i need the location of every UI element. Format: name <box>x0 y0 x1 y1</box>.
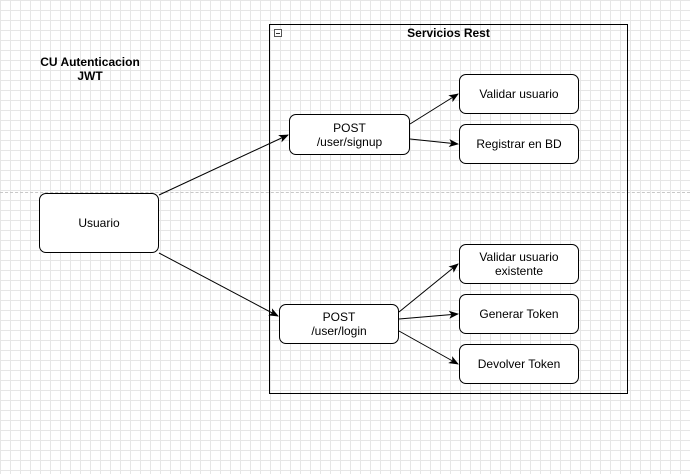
edge-usuario-signup <box>158 134 289 196</box>
collapse-icon[interactable] <box>274 29 282 37</box>
edge-login-validar-existente <box>398 263 459 313</box>
edge-login-generar <box>398 310 459 320</box>
node-post-signup[interactable]: POST /user/signup <box>289 114 410 155</box>
node-devolver-token[interactable]: Devolver Token <box>459 344 579 384</box>
group-title: Servicios Rest <box>407 26 490 40</box>
edge-usuario-login <box>158 252 279 317</box>
node-validar-usuario-existente[interactable]: Validar usuario existente <box>459 244 579 284</box>
page-break-line <box>0 192 690 193</box>
node-registrar-bd[interactable]: Registrar en BD <box>459 124 579 164</box>
group-container[interactable]: Servicios Rest <box>269 24 628 394</box>
node-validar-usuario[interactable]: Validar usuario <box>459 74 579 114</box>
node-post-login[interactable]: POST /user/login <box>279 304 399 344</box>
node-generar-token[interactable]: Generar Token <box>459 294 579 334</box>
diagram-title: CU Autenticacion JWT <box>40 55 140 83</box>
node-usuario[interactable]: Usuario <box>39 193 159 253</box>
edge-login-devolver <box>398 330 459 365</box>
edge-signup-registrar <box>409 138 459 148</box>
edge-signup-validar <box>409 93 459 125</box>
